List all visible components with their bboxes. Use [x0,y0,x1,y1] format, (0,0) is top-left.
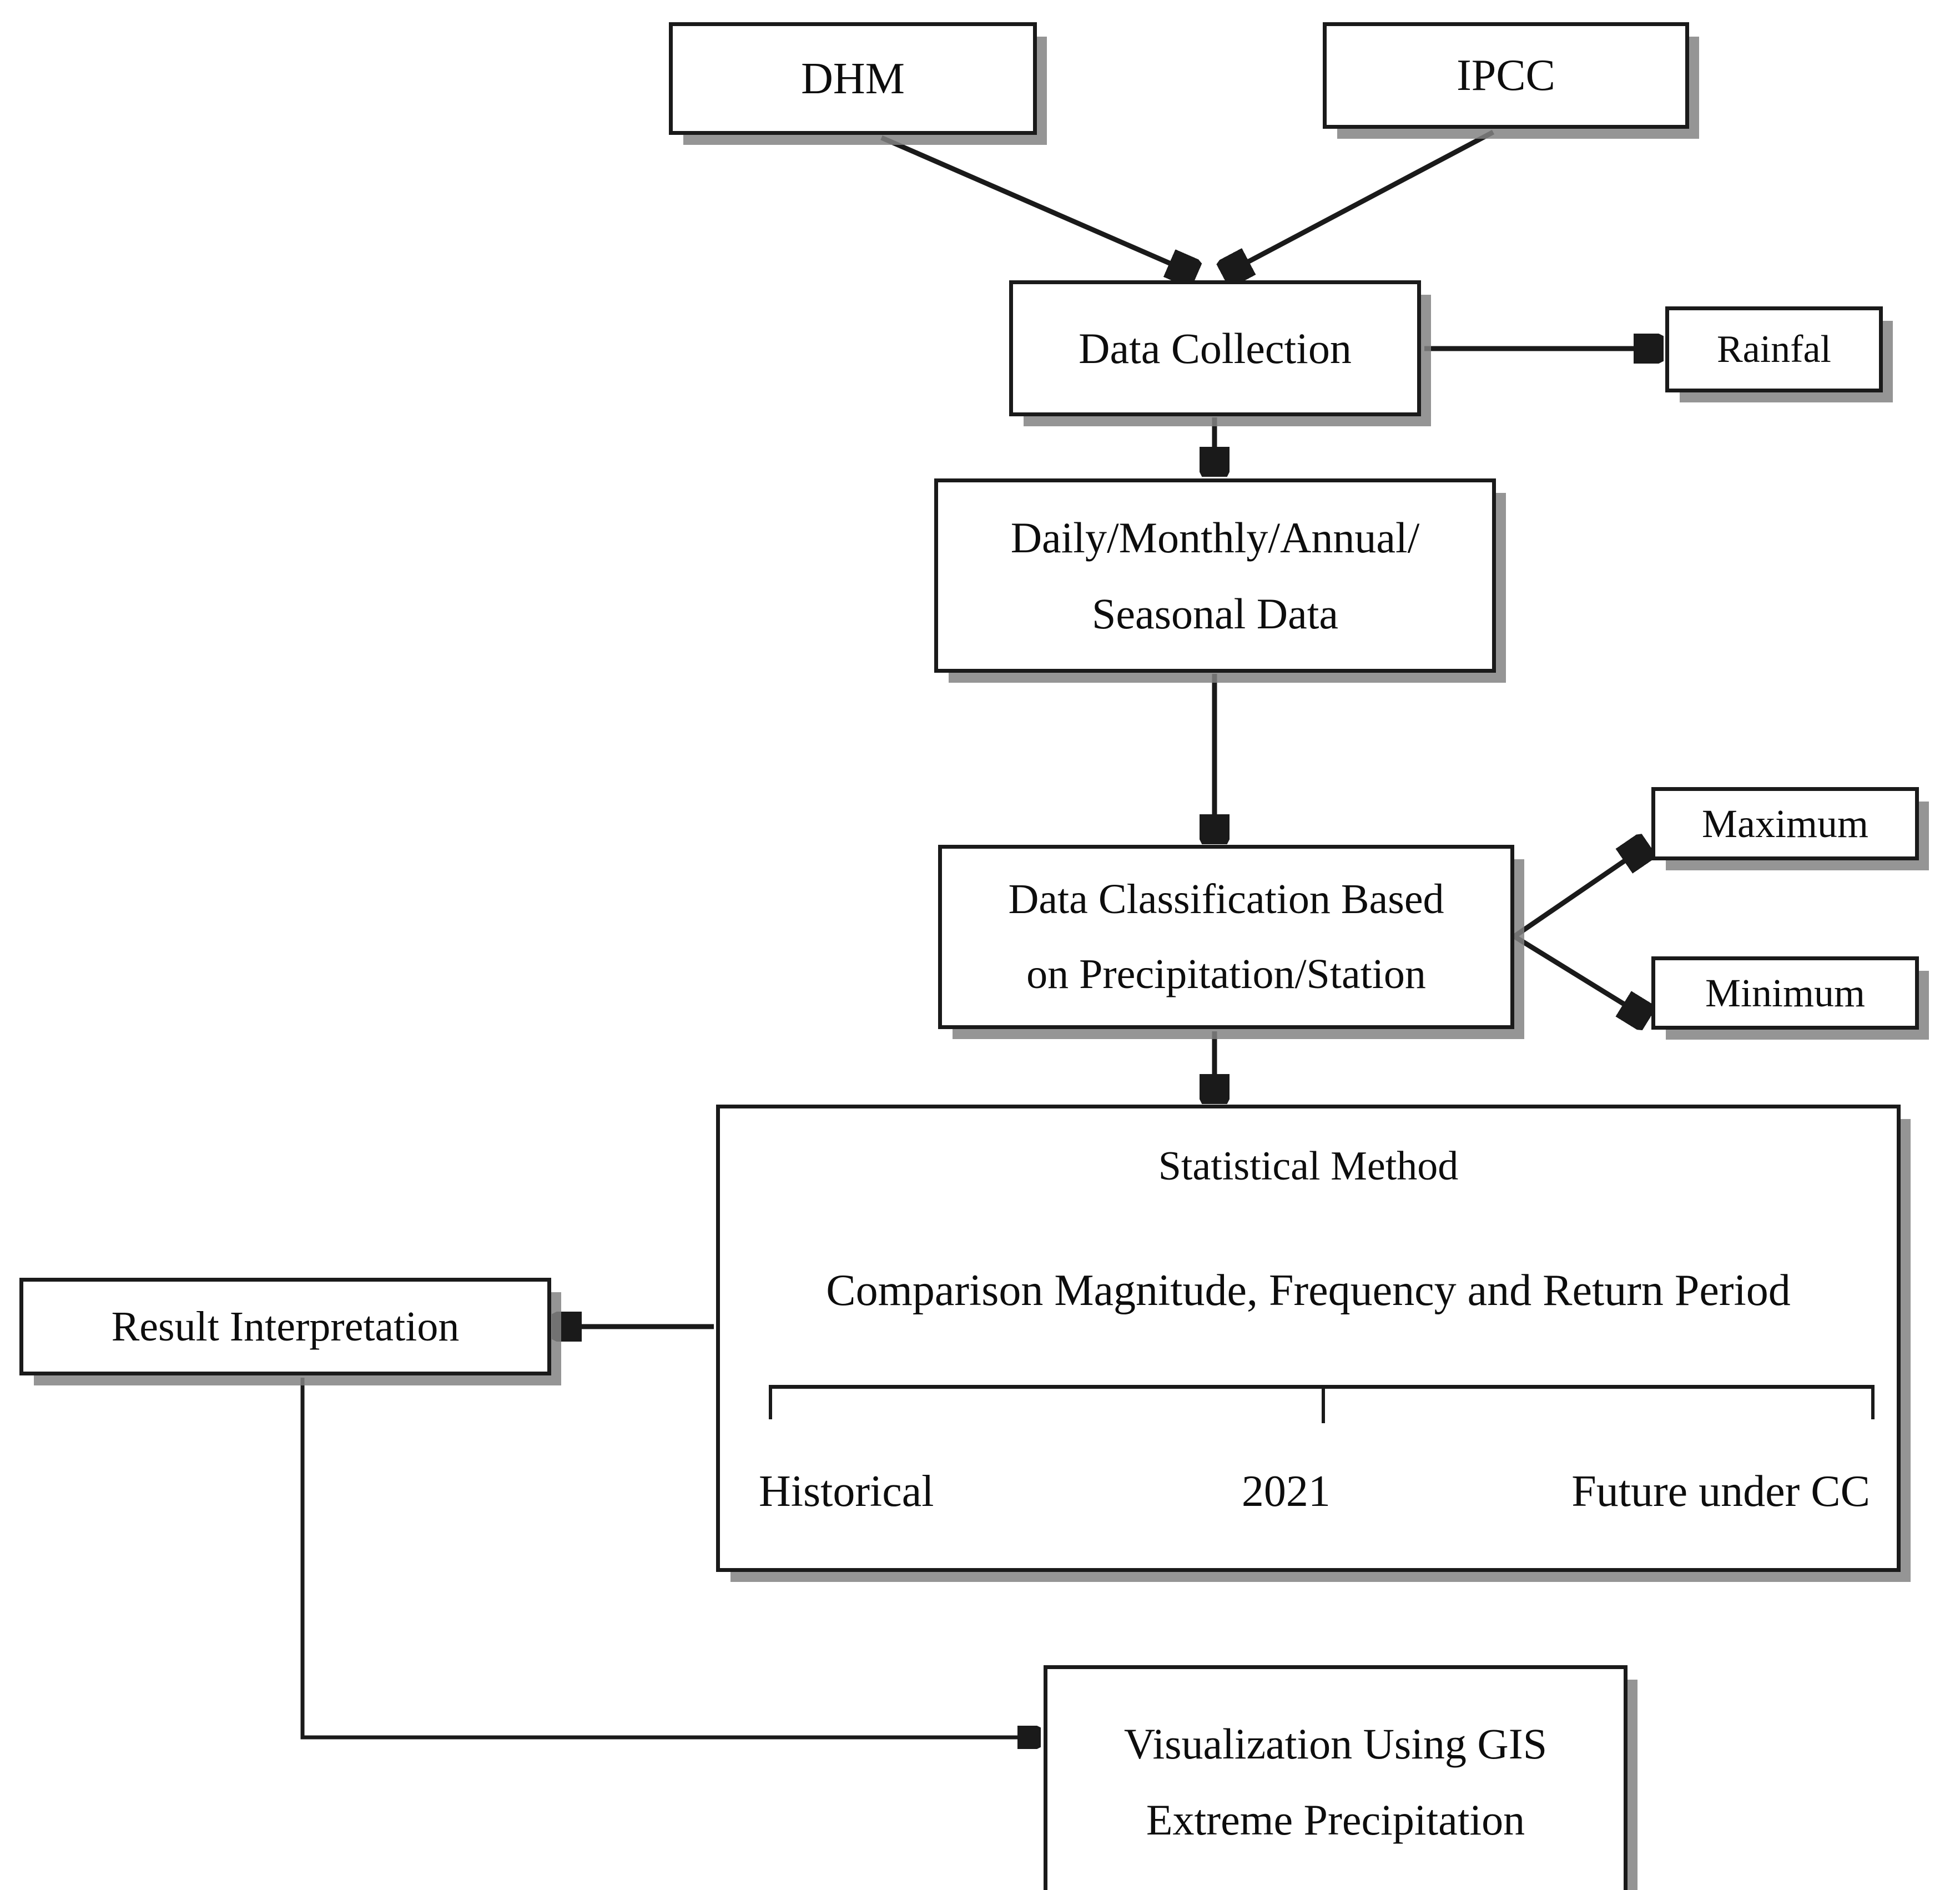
node-dhm[interactable]: DHM [669,22,1037,135]
link-classification-to-minimum [1513,934,1645,1017]
node-ipcc-label: IPCC [1457,51,1555,100]
node-maximum-label: Maximum [1702,802,1868,846]
node-statistical-method[interactable]: Statistical Method Comparison Magnitude,… [716,1105,1901,1572]
link-classification-to-maximum [1513,847,1645,939]
node-temporal-data-line1: Daily/Monthly/Annual/ [1010,513,1420,562]
node-visualization-line2: Extreme Precipitation [1146,1796,1525,1844]
node-data-collection[interactable]: Data Collection [1009,280,1421,416]
bracket-label-historical: Historical [759,1467,934,1516]
bracket-label-future: Future under CC [1571,1467,1870,1516]
comparison-bracket-mid-tick [1322,1389,1325,1423]
node-data-classification-line1: Data Classification Based [1008,876,1444,923]
node-result-interpretation-label: Result Interpretation [111,1303,460,1350]
comparison-bracket [769,1385,1875,1423]
statistical-method-subtitle: Comparison Magnitude, Frequency and Retu… [826,1266,1791,1315]
bracket-label-2021: 2021 [1241,1467,1331,1516]
link-ipcc-to-data-collection [1227,130,1495,273]
link-result-to-visualization [300,1378,1037,1737]
node-data-classification[interactable]: Data Classification Based on Precipitati… [938,845,1514,1029]
comparison-bracket-labels: Historical 2021 Future under CC [759,1464,1870,1519]
node-minimum[interactable]: Minimum [1651,956,1919,1030]
node-data-collection-label: Data Collection [1079,324,1352,372]
node-maximum[interactable]: Maximum [1651,787,1919,860]
node-ipcc[interactable]: IPCC [1323,22,1689,129]
node-result-interpretation[interactable]: Result Interpretation [19,1278,551,1375]
node-rainfall-label: Rainfal [1716,327,1832,371]
node-rainfall[interactable]: Rainfal [1665,306,1883,392]
node-temporal-data[interactable]: Daily/Monthly/Annual/ Seasonal Data [934,478,1496,673]
node-temporal-data-line2: Seasonal Data [1091,589,1338,638]
link-dhm-to-data-collection [880,135,1192,273]
node-dhm-label: DHM [801,54,905,103]
node-visualization[interactable]: Visualization Using GIS Extreme Precipit… [1044,1665,1628,1890]
node-data-classification-line2: on Precipitation/Station [1026,951,1426,997]
node-minimum-label: Minimum [1705,971,1866,1015]
statistical-method-title: Statistical Method [1158,1143,1459,1189]
node-visualization-line1: Visualization Using GIS [1123,1719,1548,1768]
